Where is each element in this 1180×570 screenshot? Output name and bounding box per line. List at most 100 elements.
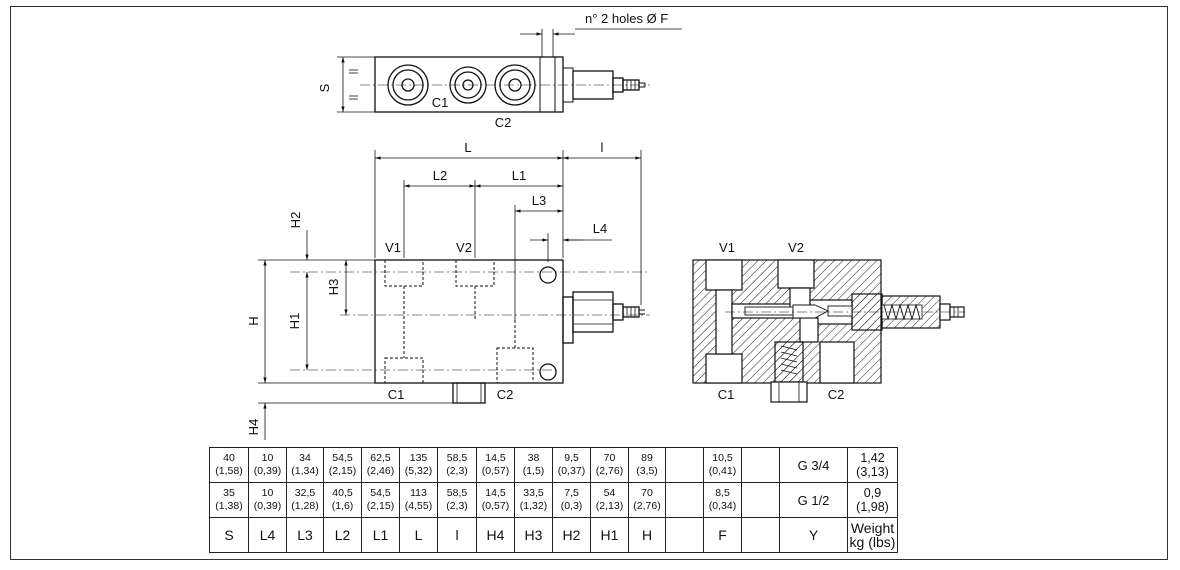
dim-label-l-small: l xyxy=(601,140,604,155)
dimension-table: 40(1,58)10(0,39)34(1,34)54,5(2,15)62,5(2… xyxy=(209,447,898,553)
table-cell: 33,5(1,32) xyxy=(514,482,553,518)
table-header-cell xyxy=(741,517,780,553)
cell-value-imperial: (1,98) xyxy=(856,500,889,514)
cell-value: 70 xyxy=(641,487,653,499)
table-cell xyxy=(741,447,780,483)
table-cell: 34(1,34) xyxy=(286,447,324,483)
cell-value: 70 xyxy=(603,452,616,464)
cell-value: G 3/4 xyxy=(797,457,830,473)
technical-drawing: n° 2 holes Ø F S C1 C2 xyxy=(246,11,965,440)
table-header-cell xyxy=(665,517,704,553)
cell-value: 35 xyxy=(223,487,235,499)
cell-value-imperial: (2,13) xyxy=(595,500,624,512)
label-v2-section: V2 xyxy=(788,240,804,255)
table-cell: 10,5(0,41) xyxy=(703,447,742,483)
table-header-cell: F xyxy=(703,517,742,553)
label-v2-front: V2 xyxy=(456,240,472,255)
dim-label-h2: H2 xyxy=(288,212,303,229)
top-view xyxy=(337,28,682,113)
dim-label-h: H xyxy=(246,316,261,325)
table-cell: 135(5,32) xyxy=(399,447,438,483)
table-cell: 58,5(2,3) xyxy=(437,482,477,518)
table-cell: 14,5(0,57) xyxy=(476,447,515,483)
table-header-cell: H3 xyxy=(514,517,553,553)
cell-value: 38 xyxy=(527,452,540,464)
cell-value-imperial: (0,57) xyxy=(481,465,510,477)
drawing-frame xyxy=(10,6,1168,560)
table-cell: 1,42(3,13) xyxy=(847,447,898,483)
table-cell: 7,5(0,3) xyxy=(552,482,591,518)
table-header-cell: H4 xyxy=(476,517,515,553)
section-view xyxy=(692,259,965,403)
dim-label-s: S xyxy=(317,83,332,92)
mount-hole-top xyxy=(539,266,557,284)
cell-value-imperial: (1,38) xyxy=(215,500,243,512)
cell-value: 54 xyxy=(603,487,616,499)
cell-value: 135 xyxy=(409,452,428,464)
cell-value: 54,5 xyxy=(370,487,391,499)
cell-value-imperial: (3,5) xyxy=(636,465,658,477)
table-cell: 35(1,38) xyxy=(209,482,249,518)
table-cell: 40,5(1,6) xyxy=(323,482,362,518)
table-cell: 0,9(1,98) xyxy=(847,482,898,518)
table-cell: 58,5(2,3) xyxy=(437,447,477,483)
cell-value: 34 xyxy=(299,452,311,464)
cell-value: 7,5 xyxy=(564,487,579,499)
table-header-cell: L xyxy=(399,517,438,553)
table-cell: 113(4,55) xyxy=(399,482,438,518)
bottom-fitting xyxy=(452,382,486,404)
label-c2-front: C2 xyxy=(497,387,514,402)
table-header-cell: H1 xyxy=(590,517,629,553)
table-header-cell: Y xyxy=(779,517,848,553)
cell-value-imperial: (2,15) xyxy=(328,465,357,477)
cell-value-imperial: (1,34) xyxy=(291,465,319,477)
table-row: 40(1,58)10(0,39)34(1,34)54,5(2,15)62,5(2… xyxy=(209,447,898,483)
table-cell: G 3/4 xyxy=(779,447,848,483)
table-cell: 9,5(0,37) xyxy=(552,447,591,483)
label-c1-front: C1 xyxy=(388,387,405,402)
table-header-cell: L3 xyxy=(286,517,324,553)
cell-value-imperial: (2,3) xyxy=(446,465,468,477)
cell-value: 58,5 xyxy=(446,452,468,464)
table-header-cell: L2 xyxy=(323,517,362,553)
cell-value-imperial: (0,34) xyxy=(708,500,737,512)
dim-label-l1: L1 xyxy=(512,168,526,183)
table-cell: 10(0,39) xyxy=(248,482,287,518)
dim-label-l3: L3 xyxy=(532,193,546,208)
cell-value: 0,9 xyxy=(863,486,882,500)
cell-value-imperial: (0,37) xyxy=(557,465,586,477)
dim-label-l4: L4 xyxy=(593,221,607,236)
table-cell: 38(1,5) xyxy=(514,447,553,483)
dim-label-h1: H1 xyxy=(287,313,302,330)
dim-label-l2: L2 xyxy=(433,168,447,183)
label-c2-top: C2 xyxy=(495,115,512,130)
dim-label-h4: H4 xyxy=(246,419,261,436)
cell-value-imperial: (1,5) xyxy=(522,465,545,477)
table-cell xyxy=(665,447,704,483)
table-header-cell: L1 xyxy=(361,517,400,553)
cell-value: 113 xyxy=(410,487,427,499)
cell-value-imperial: (4,55) xyxy=(404,500,433,512)
dim-label-l-total: L xyxy=(464,140,471,155)
cell-value: 32,5 xyxy=(294,487,316,499)
cell-value: 40 xyxy=(223,452,235,464)
table-header-cell: H2 xyxy=(552,517,591,553)
cell-value: 33,5 xyxy=(523,487,544,499)
label-v1-section: V1 xyxy=(719,240,735,255)
table-cell: 10(0,39) xyxy=(248,447,287,483)
table-cell: 54,5(2,15) xyxy=(323,447,362,483)
cell-value-imperial: (1,32) xyxy=(519,500,548,512)
cell-value: 10 xyxy=(261,487,274,499)
table-cell: G 1/2 xyxy=(779,482,848,518)
table-cell xyxy=(665,482,704,518)
table-header-cell: H xyxy=(628,517,666,553)
cell-value-imperial: (0,39) xyxy=(253,465,282,477)
cell-value-imperial: (2,76) xyxy=(633,500,661,512)
cell-value-imperial: (1,28) xyxy=(291,500,319,512)
table-cell: 32,5(1,28) xyxy=(286,482,324,518)
cell-value-imperial: (5,32) xyxy=(404,465,433,477)
cell-value: 62,5 xyxy=(370,452,391,464)
cell-value-imperial: (2,3) xyxy=(446,500,468,512)
cell-value: 10,5 xyxy=(712,452,733,464)
cell-value: G 1/2 xyxy=(797,492,830,508)
